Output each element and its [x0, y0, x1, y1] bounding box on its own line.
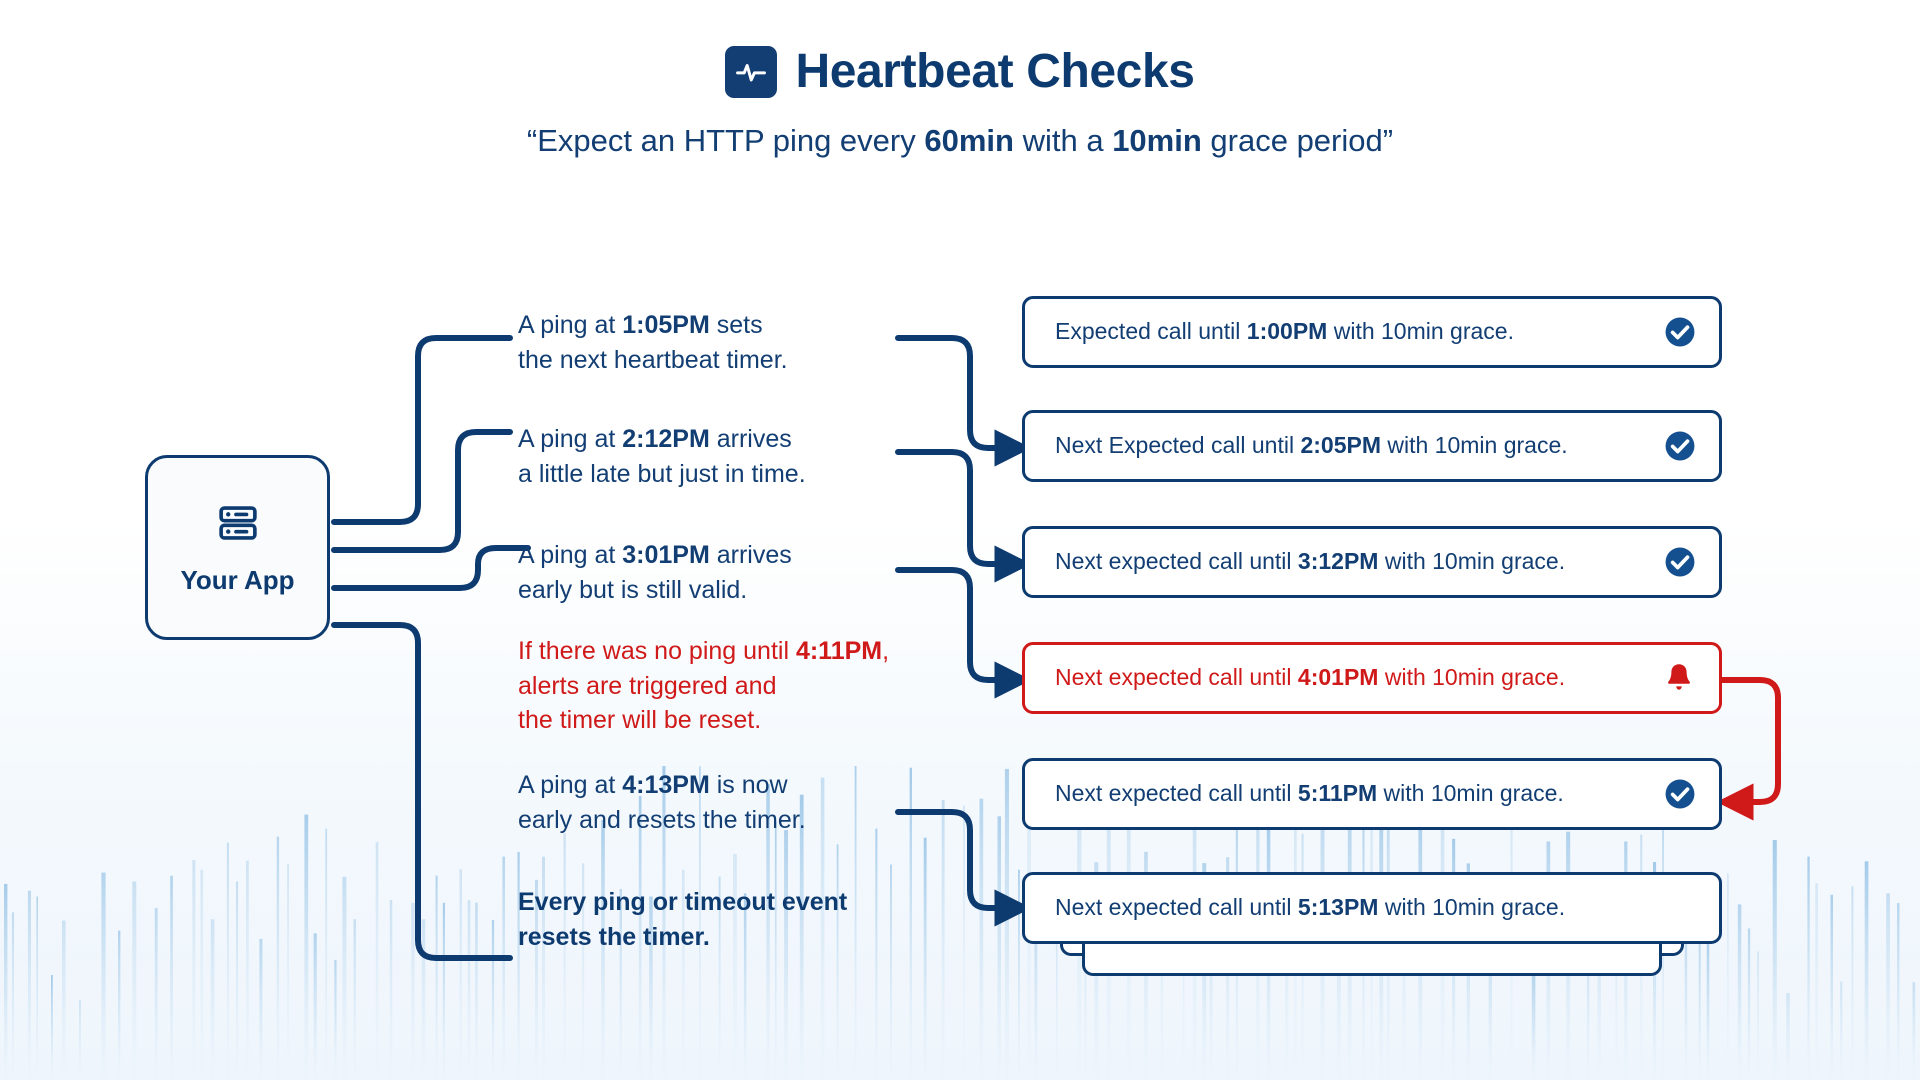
note-time: 3:01PM: [622, 541, 710, 569]
page-subtitle: “Expect an HTTP ping every 60min with a …: [0, 122, 1920, 159]
card-prefix: Next expected call until: [1055, 894, 1298, 921]
subtitle-grace: 10min: [1112, 123, 1202, 158]
card-time: 1:00PM: [1246, 318, 1328, 345]
note-text: the timer will be reset.: [518, 706, 762, 734]
title-row: Heartbeat Checks: [0, 46, 1920, 98]
page-header: Heartbeat Checks “Expect an HTTP ping ev…: [0, 0, 1920, 159]
card-prefix: Next expected call until: [1055, 664, 1298, 691]
note-text: arrives: [709, 425, 792, 453]
card-time: 5:11PM: [1297, 780, 1378, 807]
note-text: early and resets the timer.: [518, 805, 806, 834]
card-label: Expected call until 1:00PM with 10min gr…: [1055, 318, 1663, 346]
subtitle-prefix: “Expect an HTTP ping every: [526, 123, 925, 158]
page-title: Heartbeat Checks: [795, 45, 1195, 98]
note-text: ,: [882, 637, 890, 665]
bell-icon: [1663, 661, 1697, 695]
card-prefix: Next expected call until: [1055, 548, 1298, 575]
card-1-00pm[interactable]: Expected call until 1:00PM with 10min gr…: [1022, 296, 1722, 368]
card-label: Next expected call until 4:01PM with 10m…: [1055, 664, 1663, 692]
note-text: Every ping or timeout event: [518, 888, 848, 916]
card-suffix: with 10min grace.: [1378, 894, 1566, 921]
card-prefix: Next expected call until: [1055, 780, 1298, 807]
card-time: 5:13PM: [1297, 894, 1379, 921]
card-prefix: Next Expected call until: [1055, 432, 1301, 459]
subtitle-suffix: grace period”: [1201, 123, 1394, 158]
check-circle-icon: [1663, 777, 1697, 811]
note-text: A ping at: [518, 771, 623, 799]
server-stack-icon: [215, 500, 261, 551]
card-suffix: with 10min grace.: [1381, 432, 1568, 459]
your-app-node[interactable]: Your App: [145, 455, 330, 640]
card-suffix: with 10min grace.: [1327, 318, 1514, 345]
card-3-12pm[interactable]: Next expected call until 3:12PM with 10m…: [1022, 526, 1722, 598]
note-ping-413pm: A ping at 4:13PM is now early and resets…: [518, 768, 888, 837]
check-circle-icon: [1663, 429, 1697, 463]
note-text: If there was no ping until: [518, 637, 796, 665]
note-text: A ping at: [518, 311, 623, 339]
card-time: 4:01PM: [1297, 664, 1379, 691]
card-2-05pm[interactable]: Next Expected call until 2:05PM with 10m…: [1022, 410, 1722, 482]
note-text: sets: [709, 311, 763, 339]
note-text: a little late but just in time.: [518, 459, 806, 488]
card-label: Next expected call until 5:13PM with 10m…: [1055, 894, 1697, 922]
note-time: 1:05PM: [622, 311, 710, 339]
note-time: 2:12PM: [622, 425, 710, 453]
card-suffix: with 10min grace.: [1377, 780, 1564, 807]
card-label: Next Expected call until 2:05PM with 10m…: [1055, 432, 1663, 460]
note-text: A ping at: [518, 541, 623, 569]
note-text: A ping at: [518, 425, 623, 453]
note-time: 4:11PM: [795, 637, 883, 665]
card-5-13pm[interactable]: Next expected call until 5:13PM with 10m…: [1022, 872, 1722, 944]
card-label: Next expected call until 3:12PM with 10m…: [1055, 548, 1663, 576]
note-text: the next heartbeat timer.: [518, 345, 788, 374]
note-no-ping-411pm: If there was no ping until 4:11PM, alert…: [518, 634, 918, 738]
note-ping-301pm: A ping at 3:01PM arrives early but is st…: [518, 538, 868, 607]
note-text: alerts are triggered and: [518, 671, 777, 700]
note-ping-105pm: A ping at 1:05PM sets the next heartbeat…: [518, 308, 868, 377]
card-label: Next expected call until 5:11PM with 10m…: [1055, 780, 1663, 808]
note-text: is now: [709, 771, 788, 799]
note-text: early but is still valid.: [518, 575, 748, 604]
your-app-label: Your App: [180, 564, 295, 595]
heartbeat-icon: [725, 46, 778, 98]
check-circle-icon: [1663, 545, 1697, 579]
subtitle-mid: with a: [1013, 123, 1113, 158]
card-5-11pm[interactable]: Next expected call until 5:11PM with 10m…: [1022, 758, 1722, 830]
card-prefix: Expected call until: [1055, 318, 1247, 345]
card-suffix: with 10min grace.: [1378, 664, 1566, 691]
card-suffix: with 10min grace.: [1378, 548, 1566, 575]
note-ping-212pm: A ping at 2:12PM arrives a little late b…: [518, 422, 868, 491]
check-circle-icon: [1663, 315, 1697, 349]
note-summary: Every ping or timeout event resets the t…: [518, 885, 898, 954]
card-time: 2:05PM: [1300, 432, 1381, 459]
note-time: 4:13PM: [622, 771, 710, 799]
subtitle-interval: 60min: [924, 123, 1014, 158]
note-text: arrives: [709, 541, 792, 569]
note-text: resets the timer.: [518, 922, 710, 951]
card-4-01pm[interactable]: Next expected call until 4:01PM with 10m…: [1022, 642, 1722, 714]
card-time: 3:12PM: [1297, 548, 1379, 575]
